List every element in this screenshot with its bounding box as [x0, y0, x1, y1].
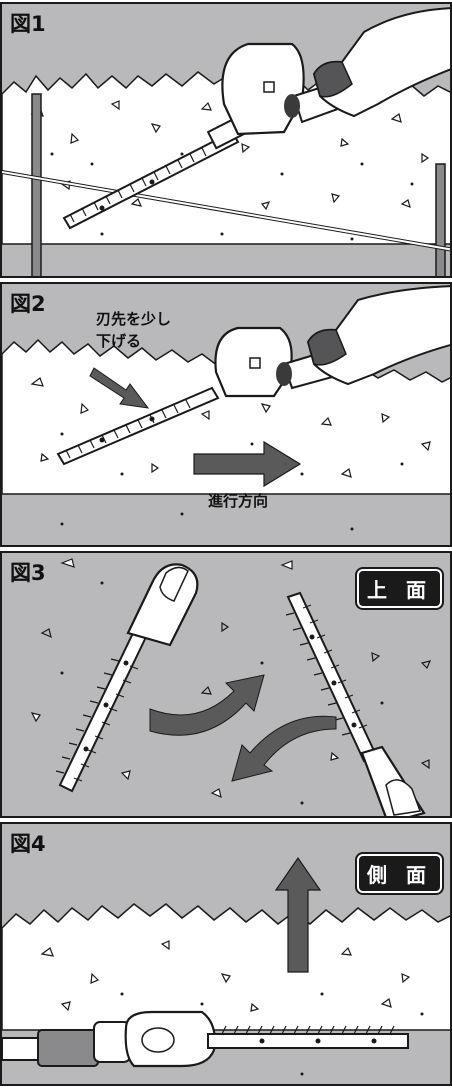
figure-2-label: 図2 [10, 292, 46, 316]
hedge-trimmer-icon [55, 563, 199, 793]
figure-1-label: 図1 [10, 12, 46, 36]
arrow-icon [149, 674, 265, 736]
figure-2-drawing [2, 285, 450, 531]
hedge-trimmer-icon [2, 1010, 409, 1068]
figure-4-label: 図4 [10, 832, 46, 856]
figure-3-panel: 図3 上 面 [0, 551, 452, 818]
tip-lower-note-line2: 下げる [96, 332, 142, 350]
figure-1-panel: 図1 [0, 2, 452, 278]
arrow-icon [274, 856, 322, 973]
direction-label: 進行方向 [208, 492, 269, 510]
hedge-trimmer-icon [285, 591, 426, 816]
tip-lower-note: 刃先を少し 下げる [96, 308, 171, 352]
figure-1-drawing [2, 7, 450, 276]
figure-3-drawing [30, 558, 432, 816]
arrow-icon [231, 715, 337, 782]
hedge-icon [2, 903, 450, 1031]
top-view-badge: 上 面 [357, 569, 442, 608]
figure-3-label: 図3 [10, 561, 46, 585]
arrow-icon [193, 440, 302, 488]
figure-2-panel: 図2 刃先を少し 下げる 進行方向 [0, 282, 452, 547]
tip-lower-note-line1: 刃先を少し [96, 310, 172, 328]
arrow-icon [89, 367, 150, 409]
hedge-trimmer-icon [62, 42, 348, 230]
figure-4-drawing [2, 856, 450, 1076]
figure-4-panel: 図4 側 面 [0, 822, 452, 1086]
post-icon [31, 93, 42, 276]
hedge-trimmer-icon [56, 326, 338, 466]
side-view-badge: 側 面 [357, 854, 442, 893]
